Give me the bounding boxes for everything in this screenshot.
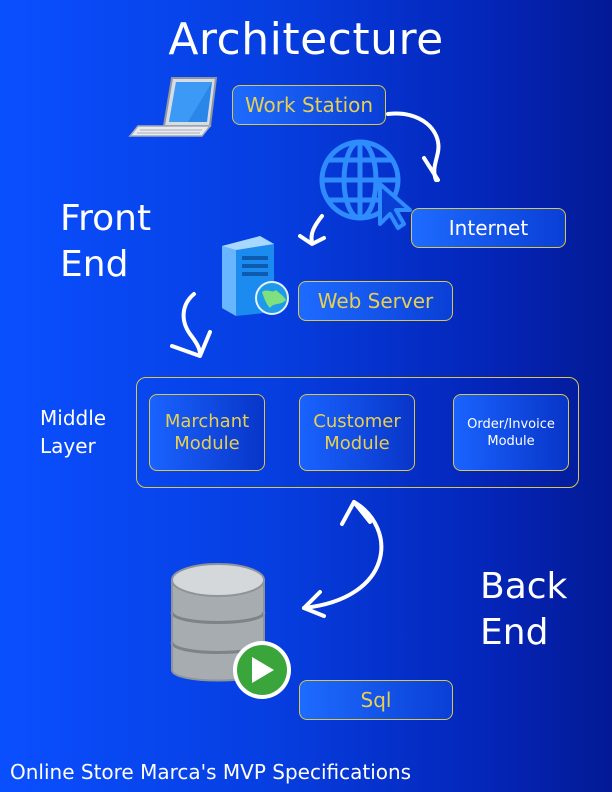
web-server-label: Web Server — [317, 289, 434, 313]
sql-node: Sql — [299, 680, 453, 720]
middle-layer-line2: Layer — [40, 434, 96, 458]
front-end-line1: Front — [60, 198, 152, 239]
order-invoice-module-label: Order/Invoice Module — [467, 416, 555, 449]
back-end-line1: Back — [480, 566, 568, 607]
laptop-icon — [128, 77, 218, 137]
middle-layer-line1: Middle — [40, 406, 107, 430]
back-end-label: Back End — [480, 564, 567, 656]
globe-cursor-icon — [319, 139, 412, 230]
footer-caption: Online Store Marca's MVP Specifications — [10, 760, 412, 784]
work-station-label: Work Station — [244, 93, 374, 117]
customer-module: Customer Module — [299, 394, 415, 471]
front-end-label: Front End — [60, 196, 151, 288]
internet-node: Internet — [411, 208, 566, 248]
web-server-node: Web Server — [298, 281, 453, 321]
middle-layer-frame — [136, 377, 579, 488]
arrow-database-middle — [302, 500, 384, 618]
order-invoice-module: Order/Invoice Module — [453, 394, 569, 471]
internet-label: Internet — [448, 216, 529, 240]
work-station-node: Work Station — [232, 85, 386, 125]
arrow-workstation-to-internet — [386, 111, 441, 182]
database-play-icon — [170, 563, 291, 699]
middle-layer-label: Middle Layer — [40, 404, 106, 460]
arrow-webserver-to-middle — [170, 292, 212, 358]
front-end-line2: End — [60, 244, 129, 285]
server-globe-icon — [222, 236, 289, 316]
customer-module-label: Customer Module — [313, 410, 401, 454]
page-title: Architecture — [168, 14, 444, 65]
merchant-module-label: Marchant Module — [164, 410, 250, 454]
arrow-internet-to-webserver — [298, 214, 326, 246]
sql-label: Sql — [360, 688, 392, 712]
back-end-line2: End — [480, 612, 549, 653]
merchant-module: Marchant Module — [149, 394, 265, 471]
